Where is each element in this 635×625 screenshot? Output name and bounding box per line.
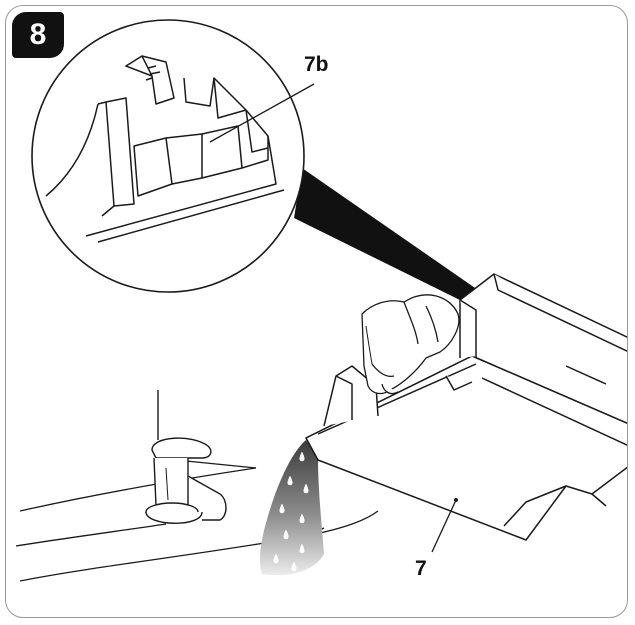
figure-frame: 8 7b 7 xyxy=(5,5,628,618)
water-droplets xyxy=(273,451,309,572)
water-stream xyxy=(260,440,324,576)
callout-label-7b: 7b xyxy=(304,53,329,76)
illustration xyxy=(15,19,627,582)
faucet xyxy=(145,390,227,524)
step-number-badge: 8 xyxy=(12,12,64,58)
callout-label-7: 7 xyxy=(415,557,427,580)
hand xyxy=(361,294,460,395)
zoom-cone xyxy=(294,168,478,306)
zoom-detail xyxy=(31,19,305,293)
water-tank xyxy=(305,273,627,541)
sink-basin xyxy=(15,460,379,582)
callout-7b-leader xyxy=(209,83,315,143)
callout-7-leader xyxy=(431,499,457,553)
